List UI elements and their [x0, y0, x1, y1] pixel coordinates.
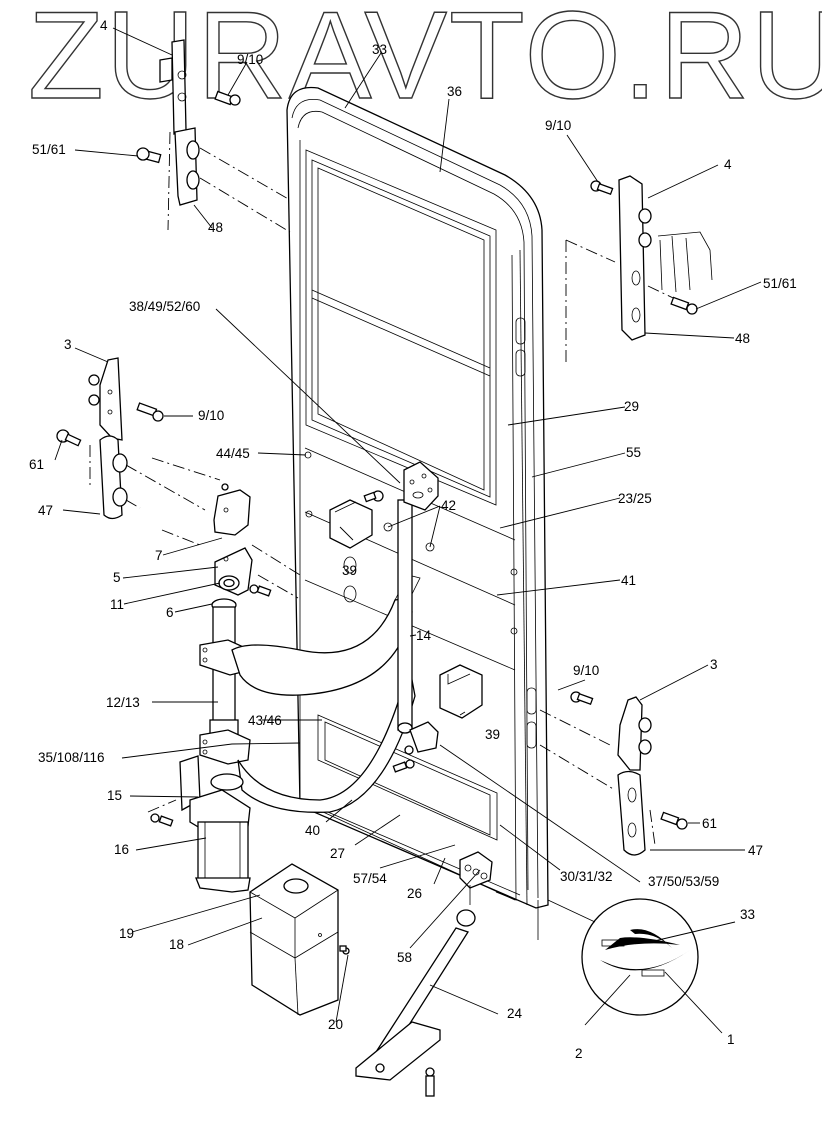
dash-line [257, 574, 299, 599]
callout-18: 18 [169, 937, 184, 952]
housing-18 [249, 863, 339, 1016]
screw-20 [339, 945, 350, 955]
callout-4-right: 4 [724, 157, 732, 172]
callout-9-10-right-low: 9/10 [573, 663, 599, 678]
callout-2: 2 [575, 1046, 583, 1061]
callout-26: 26 [407, 886, 422, 901]
screw-lower-right-2 [660, 811, 688, 830]
callout-29: 29 [624, 399, 639, 414]
screw-mid-left-1 [136, 402, 164, 422]
callout-30-31-32: 30/31/32 [560, 869, 613, 884]
callout-5: 5 [113, 570, 121, 585]
callout-51-61-left: 51/61 [32, 142, 66, 157]
callout-27: 27 [330, 846, 345, 861]
screw-mid-left-2 [56, 429, 82, 447]
callout-14: 14 [416, 628, 432, 643]
callout-61-right: 61 [702, 816, 717, 831]
dash-line [147, 799, 177, 813]
screw-bracket [249, 584, 272, 597]
callout-58: 58 [397, 950, 412, 965]
callout-1: 1 [727, 1032, 735, 1047]
callout-51-61-right: 51/61 [763, 276, 797, 291]
callout-47-left: 47 [38, 503, 53, 518]
screw-rod-bottom [392, 759, 415, 773]
bushing-11 [218, 575, 240, 591]
hinge-top-right [565, 175, 713, 365]
callout-57-54: 57/54 [353, 871, 387, 886]
callout-6: 6 [166, 605, 174, 620]
callout-39-upper: 39 [342, 563, 357, 578]
callout-23-25: 23/25 [618, 491, 652, 506]
callout-37-50-53-59: 37/50/53/59 [648, 874, 719, 889]
motor-15-16 [179, 755, 251, 893]
callout-33-detail: 33 [740, 907, 755, 922]
callout-55: 55 [626, 445, 641, 460]
callout-48-right: 48 [735, 331, 750, 346]
callout-19: 19 [119, 926, 134, 941]
screw-top-right-2 [670, 296, 698, 315]
stop-block-39-upper [329, 499, 373, 549]
callout-33-top: 33 [372, 42, 387, 57]
callout-3-left: 3 [64, 337, 72, 352]
rod-14 [397, 461, 439, 755]
callout-7: 7 [155, 548, 163, 563]
callout-3-right: 3 [710, 657, 718, 672]
dash-line [251, 544, 301, 576]
screw-lower-right-1 [570, 691, 594, 706]
callout-38-49-52-60: 38/49/52/60 [129, 299, 200, 314]
bracket-7 [213, 483, 251, 536]
callout-43-46: 43/46 [248, 713, 282, 728]
callout-15: 15 [107, 788, 122, 803]
callout-36: 36 [447, 84, 462, 99]
callout-4-top: 4 [100, 18, 108, 33]
strut-24 [355, 851, 493, 1097]
callout-39-lower: 39 [485, 727, 500, 742]
leader-lines [54, 27, 762, 1034]
hinge-lower-right [539, 696, 656, 856]
callout-35-108-116: 35/108/116 [38, 750, 105, 765]
callout-61-left: 61 [29, 457, 44, 472]
hinge-mid-left [88, 357, 221, 546]
column-12-13 [199, 598, 251, 765]
callout-47-right: 47 [748, 843, 763, 858]
callout-20: 20 [328, 1017, 343, 1032]
callout-41: 41 [621, 573, 636, 588]
callout-16: 16 [114, 842, 129, 857]
callout-11: 11 [110, 597, 124, 612]
watermark: ZURAVTO.RU [28, 0, 822, 125]
callout-9-10-top: 9/10 [237, 52, 263, 67]
callout-labels: 4 9/10 33 36 51/61 48 9/10 4 51/61 48 38… [29, 18, 797, 1061]
callout-12-13: 12/13 [106, 695, 140, 710]
screw-motor [150, 813, 174, 827]
seal-detail-circle [547, 898, 699, 1016]
screw-top-left-1 [214, 90, 241, 106]
stop-block-39-lower [439, 664, 483, 719]
callout-40: 40 [305, 823, 320, 838]
callout-9-10-right-top: 9/10 [545, 118, 571, 133]
screw-top-right-1 [590, 180, 614, 196]
screw-top-left-2 [136, 147, 162, 164]
callout-48-left: 48 [208, 220, 223, 235]
callout-44-45: 44/45 [216, 446, 250, 461]
hinge-top-left [159, 39, 291, 233]
callout-24: 24 [507, 1006, 523, 1021]
screw-rod-top [363, 490, 384, 503]
callout-9-10-left-mid: 9/10 [198, 408, 224, 423]
callout-42: 42 [441, 498, 456, 513]
